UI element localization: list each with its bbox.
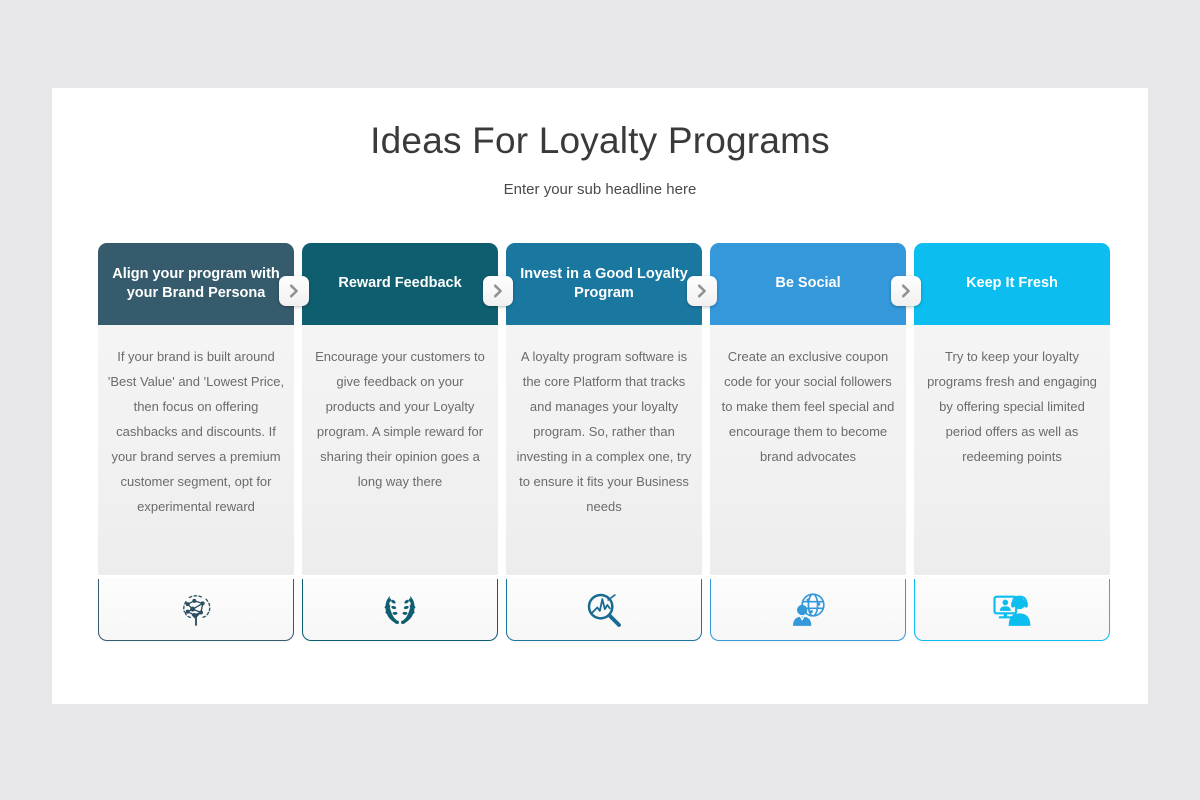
page-subtitle: Enter your sub headline here <box>503 181 697 199</box>
card-4[interactable]: Be Social Create an exclusive coupon cod… <box>710 243 921 641</box>
video-support-icon <box>992 590 1032 630</box>
card-5-header[interactable]: Keep It Fresh <box>914 243 1110 325</box>
card-4-header[interactable]: Be Social <box>710 243 906 325</box>
card-1-header[interactable]: Align your program with your Brand Perso… <box>98 243 294 325</box>
card-3-text: A loyalty program software is the core P… <box>516 349 692 514</box>
card-3[interactable]: Invest in a Good Loyalty Program A loyal… <box>506 243 717 641</box>
slide-canvas: Ideas For Loyalty Programs Enter your su… <box>52 88 1148 704</box>
headline-block: Ideas For Loyalty Programs Enter your su… <box>52 88 1148 198</box>
card-5-body: Try to keep your loyalty programs fresh … <box>914 325 1110 575</box>
chevron-right-icon-1[interactable] <box>279 276 309 306</box>
card-2-title: Reward Feedback <box>338 275 462 292</box>
card-5-icon-box <box>914 579 1110 641</box>
laurel-wreath-icon <box>380 590 420 630</box>
card-2-icon-box <box>302 579 498 641</box>
card-4-icon-box <box>710 579 906 641</box>
card-1-body: If your brand is built around 'Best Valu… <box>98 325 294 575</box>
brain-network-icon <box>176 590 216 630</box>
page-title: Ideas For Loyalty Programs <box>370 120 830 161</box>
card-5-title: Keep It Fresh <box>966 275 1058 292</box>
cards-row: Align your program with your Brand Perso… <box>98 243 1110 641</box>
card-2[interactable]: Reward Feedback Encourage your customers… <box>302 243 513 641</box>
card-5-text: Try to keep your loyalty programs fresh … <box>927 349 1097 464</box>
card-1-title: Align your program with your Brand Perso… <box>112 265 280 301</box>
magnifier-analytics-icon <box>584 590 624 630</box>
card-1-icon-box <box>98 579 294 641</box>
card-2-header[interactable]: Reward Feedback <box>302 243 498 325</box>
card-4-body: Create an exclusive coupon code for your… <box>710 325 906 575</box>
card-3-icon-box <box>506 579 702 641</box>
card-3-header[interactable]: Invest in a Good Loyalty Program <box>506 243 702 325</box>
card-5[interactable]: Keep It Fresh Try to keep your loyalty p… <box>914 243 1110 641</box>
card-3-body: A loyalty program software is the core P… <box>506 325 702 575</box>
card-2-text: Encourage your customers to give feedbac… <box>315 349 485 489</box>
card-1-text: If your brand is built around 'Best Valu… <box>107 349 285 514</box>
card-4-title: Be Social <box>775 275 841 292</box>
chevron-right-icon-3[interactable] <box>687 276 717 306</box>
chevron-right-icon-4[interactable] <box>891 276 921 306</box>
card-1[interactable]: Align your program with your Brand Perso… <box>98 243 309 641</box>
card-4-text: Create an exclusive coupon code for your… <box>721 349 895 464</box>
card-3-title: Invest in a Good Loyalty Program <box>520 265 688 301</box>
globe-person-icon <box>788 590 828 630</box>
chevron-right-icon-2[interactable] <box>483 276 513 306</box>
card-2-body: Encourage your customers to give feedbac… <box>302 325 498 575</box>
